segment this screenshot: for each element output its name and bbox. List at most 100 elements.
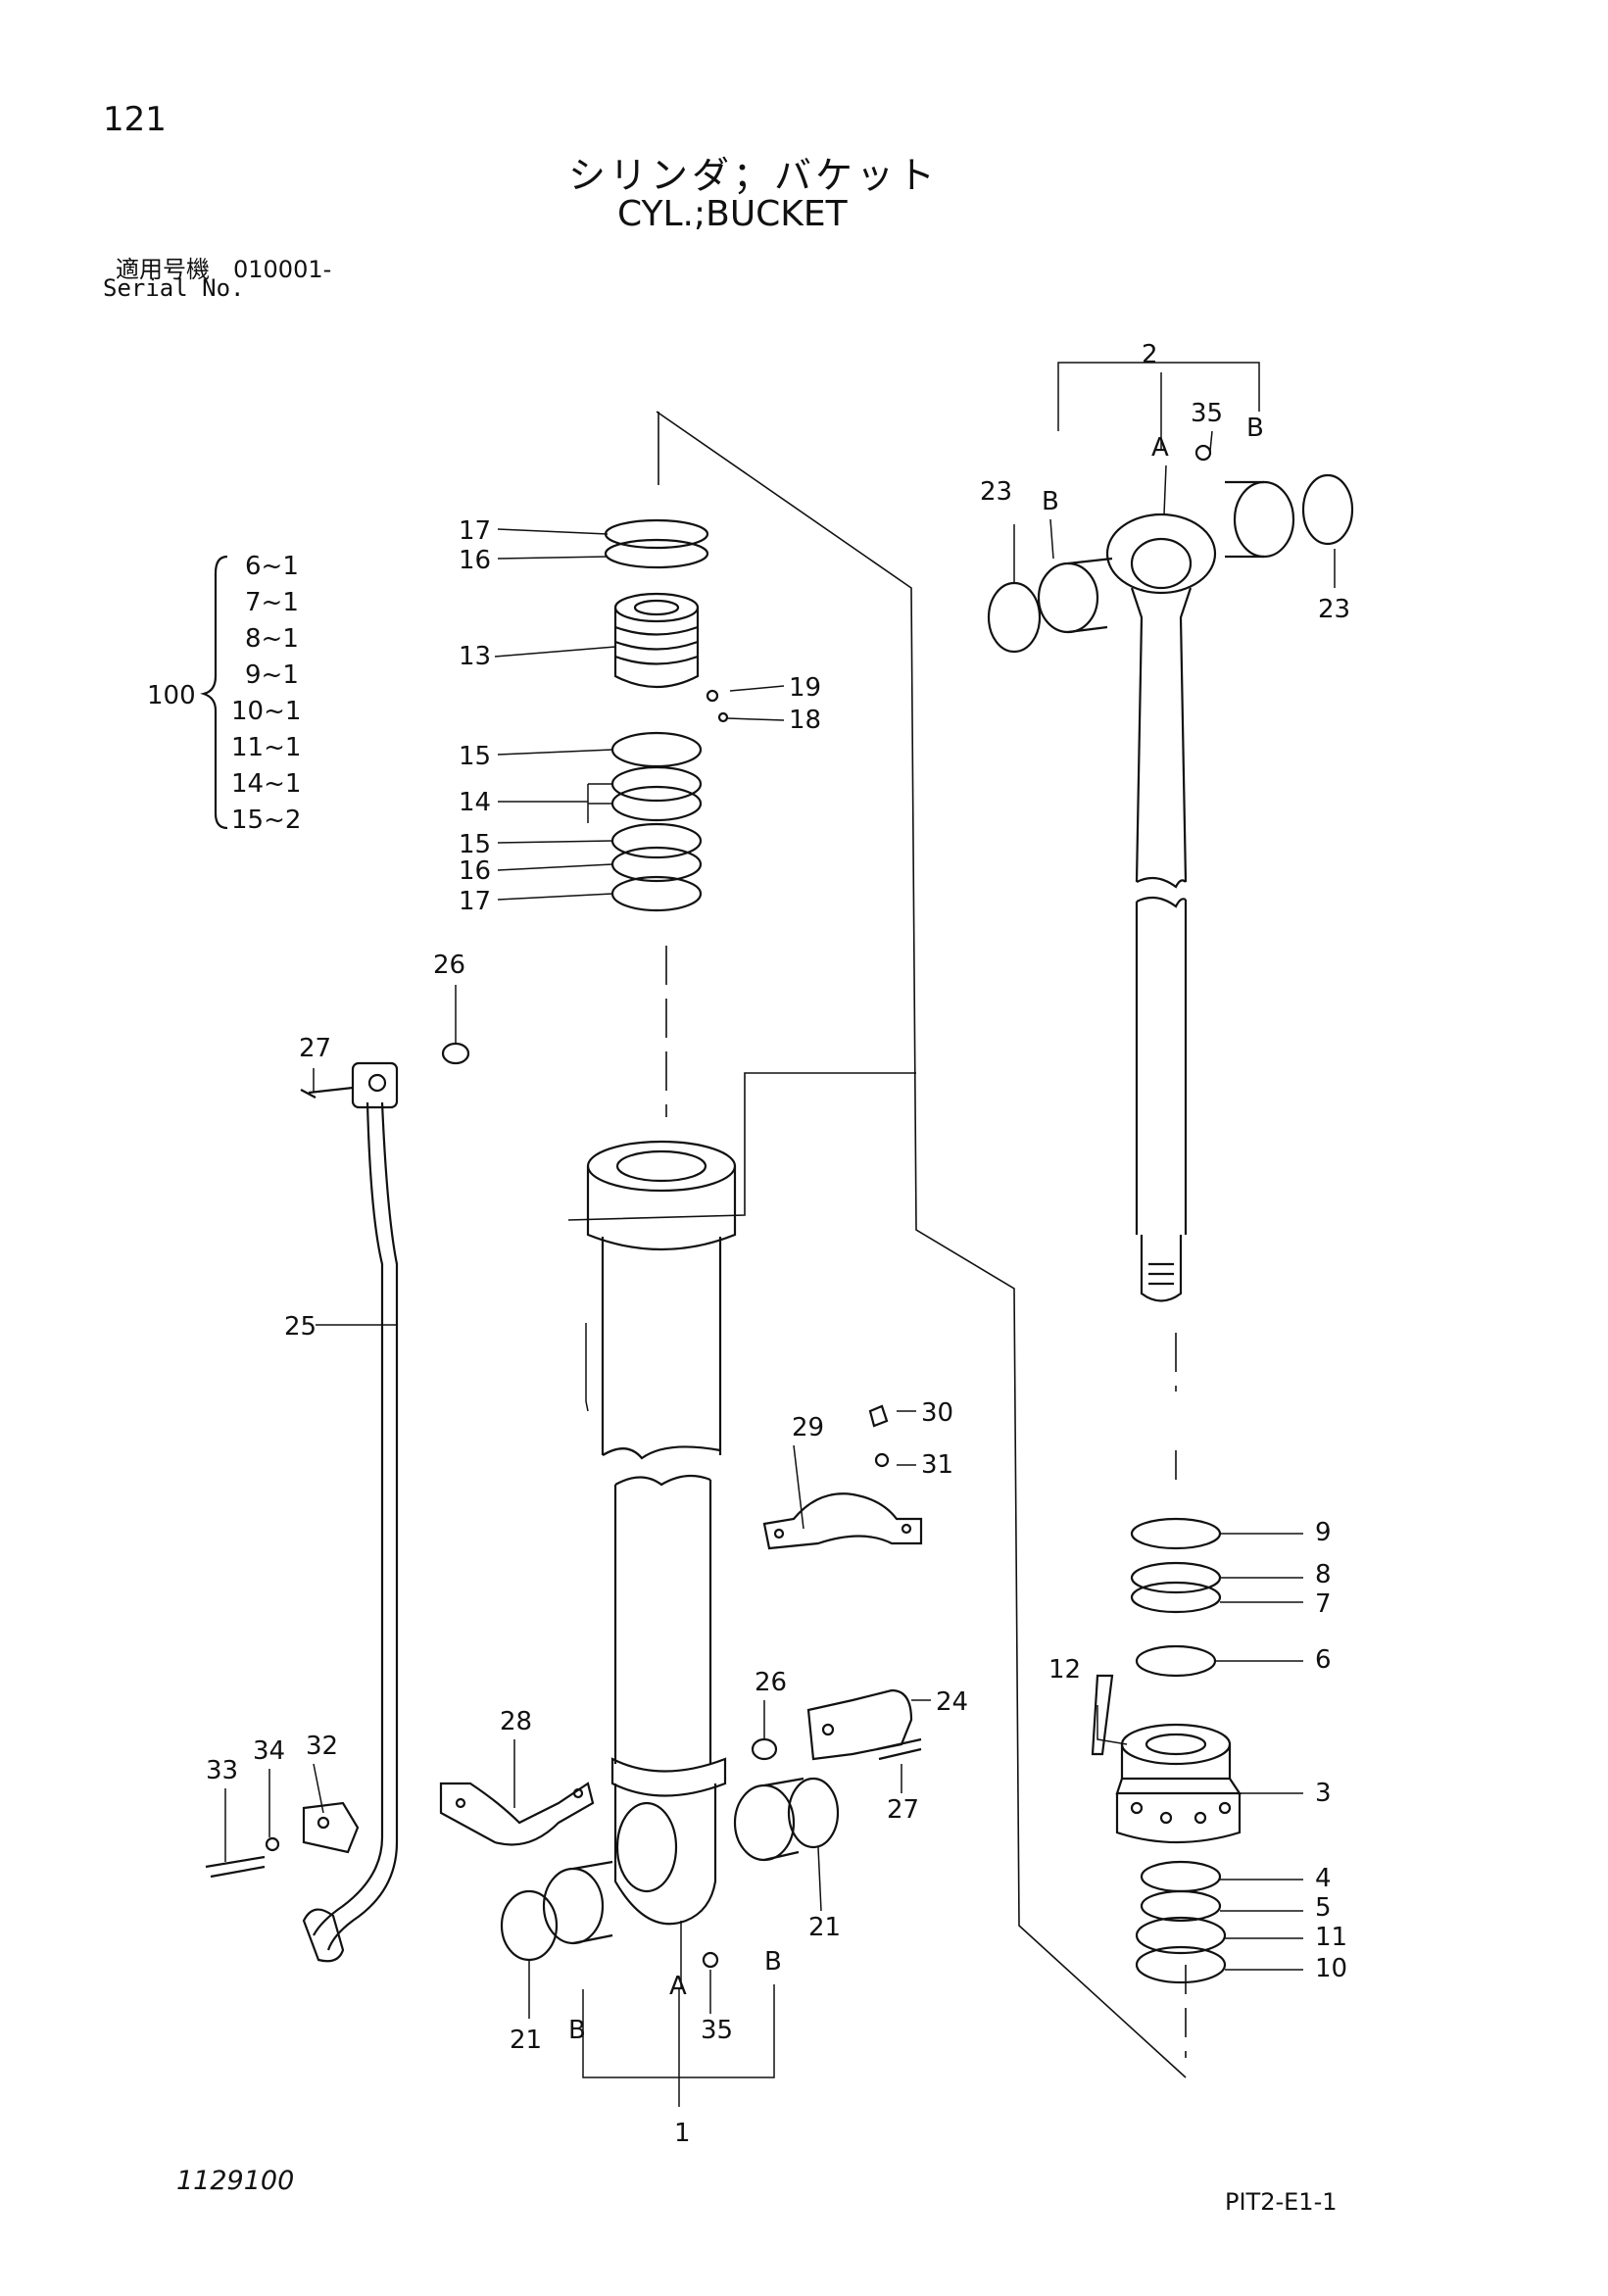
ring-15 [610, 731, 703, 768]
sheet-code: PIT2-E1-1 [1225, 2188, 1338, 2216]
clamp-28 [439, 1782, 595, 1846]
seal-23a [987, 581, 1042, 654]
callout: A [1151, 433, 1169, 463]
callout: 26 [433, 951, 465, 980]
callout: 15 [459, 830, 491, 859]
callout: 16 [459, 856, 491, 886]
callout: 34 [253, 1736, 285, 1766]
grease-fitting-35 [702, 1951, 719, 1969]
callout: 32 [306, 1732, 338, 1761]
ring-5 [1140, 1889, 1222, 1923]
assembly-path-lines [567, 411, 1187, 2078]
kit-item: 11~1 [231, 733, 301, 762]
bushing-b-left [1037, 562, 1099, 634]
callout: 35 [1191, 399, 1223, 428]
callout: 21 [808, 1913, 841, 1942]
callout: 27 [299, 1034, 331, 1063]
callout: A [669, 1972, 687, 2001]
callout: 11 [1315, 1923, 1347, 1952]
clamp-29 [762, 1492, 923, 1550]
callout: 6 [1315, 1645, 1332, 1675]
callout: 25 [284, 1312, 317, 1342]
callout: 29 [792, 1413, 824, 1442]
pipe-clamps [205, 1404, 923, 1879]
callout: 26 [755, 1668, 787, 1697]
leader-lines [224, 362, 1336, 2107]
ring-6 [1135, 1644, 1217, 1678]
flange-fitting [751, 1688, 922, 1761]
hydraulic-pipe [300, 1042, 470, 1963]
seal-23b [1301, 473, 1354, 546]
seal-ring-16 [604, 538, 709, 569]
ring-14 [610, 765, 703, 803]
kit-label: 100 [147, 681, 196, 710]
ring-4 [1140, 1860, 1222, 1893]
kit-item: 9~1 [245, 660, 299, 690]
callout: 5 [1315, 1893, 1332, 1923]
callout: 13 [459, 642, 491, 671]
kit-item: 7~1 [245, 588, 299, 617]
callout: 7 [1315, 1589, 1332, 1619]
callout: 12 [1048, 1655, 1081, 1685]
callout: B [568, 2016, 586, 2045]
callout: 24 [936, 1687, 968, 1717]
bushing-b-right [1233, 480, 1295, 559]
callout: 18 [789, 706, 821, 735]
title-japanese: シリンダ；バケット [568, 154, 940, 197]
bolt-30 [868, 1404, 889, 1428]
o-ring-26b [751, 1737, 778, 1761]
callout: 33 [206, 1756, 238, 1785]
callout: 35 [701, 2016, 733, 2045]
o-ring-26 [441, 1042, 470, 1065]
serial-label-japanese: 適用号機 010001- [116, 256, 332, 283]
callout: 4 [1315, 1864, 1332, 1893]
callout: 10 [1315, 1954, 1347, 1983]
seal-kit-group: 100 6~1 7~1 8~1 9~1 10~1 11~1 14~1 15~2 [147, 552, 301, 835]
serial-label-english: Serial No. [103, 274, 245, 302]
piston-assembly [604, 518, 729, 912]
callout: 27 [887, 1795, 919, 1825]
callout: 28 [500, 1707, 532, 1736]
page-number: 121 [103, 100, 167, 139]
washer-34 [265, 1836, 280, 1852]
callout: 23 [1318, 595, 1350, 624]
callout: 2 [1142, 340, 1158, 369]
clamp-32 [302, 1801, 360, 1854]
callout-labels: 17 16 13 19 18 15 14 15 16 17 26 27 25 2… [206, 340, 1350, 2148]
callout: 30 [921, 1398, 953, 1428]
bolt-12 [1091, 1674, 1114, 1756]
callout: 15 [459, 742, 491, 771]
callout: B [764, 1947, 782, 1977]
title-english: CYL.;BUCKET [617, 194, 848, 234]
cylinder-tube [586, 1140, 737, 1926]
callout: 23 [980, 477, 1012, 507]
callout: 8 [1315, 1560, 1332, 1589]
drawing-number: 1129100 [176, 2166, 295, 2196]
kit-item: 6~1 [245, 552, 299, 581]
callout: 9 [1315, 1518, 1332, 1547]
callout: 19 [789, 673, 821, 703]
kit-item: 8~1 [245, 624, 299, 654]
callout: 16 [459, 546, 491, 575]
ring-11 [1135, 1916, 1227, 1955]
callout: 14 [459, 788, 491, 817]
callout: B [1042, 487, 1059, 516]
nut-31 [874, 1452, 890, 1468]
rod-head-assembly [1091, 1517, 1243, 1984]
callout: 17 [459, 516, 491, 546]
kit-item: 10~1 [231, 697, 301, 726]
callout: 17 [459, 887, 491, 916]
ring-8 [1130, 1561, 1222, 1594]
piston-rod [987, 444, 1354, 1302]
callout: 3 [1315, 1779, 1332, 1808]
callout: 21 [510, 2026, 542, 2055]
kit-item: 14~1 [231, 769, 301, 799]
ring-10 [1135, 1945, 1227, 1984]
kit-item: 15~2 [231, 806, 301, 835]
ring-7 [1130, 1581, 1222, 1614]
grease-fitting-35b [1194, 444, 1212, 462]
bolt-33 [205, 1855, 266, 1879]
piston-13 [613, 608, 700, 689]
callout: 31 [921, 1450, 953, 1480]
